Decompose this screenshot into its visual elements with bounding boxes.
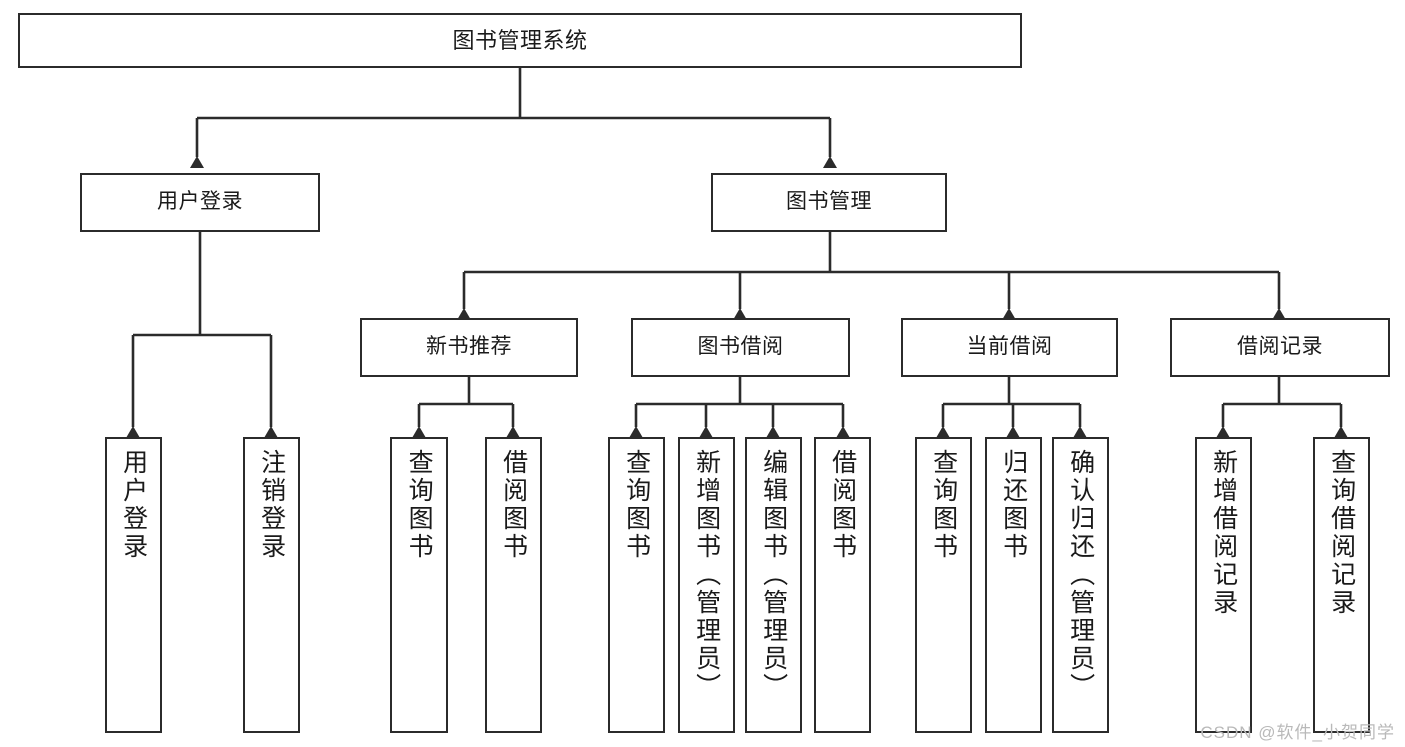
node-user-login[interactable]: 用户登录 — [80, 173, 320, 232]
leaf-edit-book-admin[interactable]: 编辑图书（管理员） — [745, 437, 802, 733]
node-label: 注销登录 — [257, 449, 286, 561]
leaf-return-book[interactable]: 归还图书 — [985, 437, 1042, 733]
leaf-query-book-new-recommend[interactable]: 查询图书 — [390, 437, 448, 733]
node-label: 查询图书 — [622, 449, 651, 561]
node-borrow-record[interactable]: 借阅记录 — [1170, 318, 1390, 377]
leaf-query-book-borrow[interactable]: 查询图书 — [608, 437, 665, 733]
leaf-confirm-return-admin[interactable]: 确认归还（管理员） — [1052, 437, 1109, 733]
node-new-book-recommend[interactable]: 新书推荐 — [360, 318, 578, 377]
node-label: 当前借阅 — [966, 335, 1053, 359]
node-label: 归还图书 — [999, 449, 1028, 561]
leaf-add-borrow-record[interactable]: 新增借阅记录 — [1195, 437, 1252, 733]
node-label: 用户登录 — [119, 449, 148, 561]
node-label: 图书借阅 — [697, 335, 784, 359]
node-label: 查询图书 — [405, 449, 434, 561]
node-root-system[interactable]: 图书管理系统 — [18, 13, 1022, 68]
node-label: 新书推荐 — [426, 335, 512, 359]
watermark-text: CSDN @软件_小贺同学 — [1200, 723, 1395, 742]
node-label: 借阅图书 — [828, 449, 857, 561]
leaf-add-book-admin[interactable]: 新增图书（管理员） — [678, 437, 735, 733]
leaf-query-borrow-record[interactable]: 查询借阅记录 — [1313, 437, 1370, 733]
leaf-query-book-current[interactable]: 查询图书 — [915, 437, 972, 733]
node-label: 确认归还（管理员） — [1066, 449, 1095, 701]
node-label: 图书管理系统 — [452, 27, 588, 53]
leaf-logout-login[interactable]: 注销登录 — [243, 437, 300, 733]
leaf-borrow-book-new-recommend[interactable]: 借阅图书 — [485, 437, 542, 733]
node-label: 编辑图书（管理员） — [759, 449, 788, 701]
node-book-management[interactable]: 图书管理 — [711, 173, 947, 232]
node-label: 新增图书（管理员） — [692, 449, 721, 701]
leaf-borrow-book-borrow[interactable]: 借阅图书 — [814, 437, 871, 733]
leaf-user-login[interactable]: 用户登录 — [105, 437, 162, 733]
node-label: 查询图书 — [929, 449, 958, 561]
node-label: 图书管理 — [786, 190, 872, 214]
node-book-borrow[interactable]: 图书借阅 — [631, 318, 850, 377]
node-label: 查询借阅记录 — [1327, 449, 1356, 617]
node-current-borrow[interactable]: 当前借阅 — [901, 318, 1118, 377]
node-label: 新增借阅记录 — [1209, 449, 1238, 617]
node-label: 借阅图书 — [499, 449, 528, 561]
node-label: 用户登录 — [157, 190, 243, 214]
node-label: 借阅记录 — [1237, 335, 1323, 359]
